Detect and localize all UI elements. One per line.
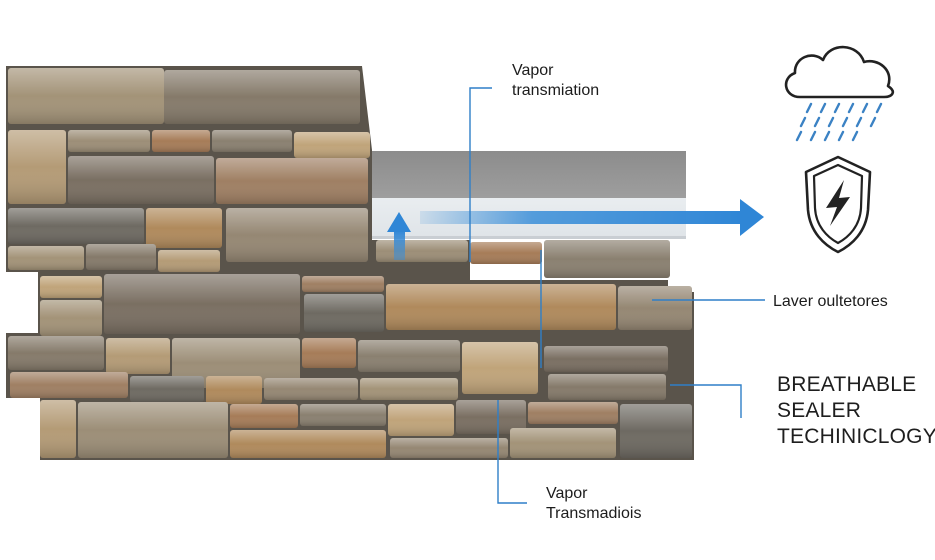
rain-drop [823,130,831,142]
rain-drop [851,130,859,142]
vapor-arrow-shaft [420,211,742,224]
rain-drop [805,102,813,114]
rain-drop [869,116,877,128]
stone-shading [528,402,618,424]
stone-shading [302,338,356,368]
stone-shading [300,404,386,426]
stone-shading [40,400,76,458]
stone-shading [304,294,384,332]
layer-label: Laver oultetores [773,293,888,310]
rain-drop [875,102,883,114]
stone-shading [164,70,360,124]
sealer-coat [372,151,686,198]
rain-drop [809,130,817,142]
callout-lines [469,87,765,504]
vapor-up-arrow-shaft [394,230,405,260]
rain-drop [799,116,807,128]
stone-wall [6,66,694,460]
rain-drop [819,102,827,114]
stone-shading [302,276,384,292]
stone-shading [172,338,300,388]
stone-shading [620,404,692,458]
vapor-arrow-head [740,199,764,236]
rain-drop [841,116,849,128]
stone-shading [8,130,66,204]
stone-shading [264,378,358,400]
stone-shading [206,376,262,404]
stone-shading [8,208,144,244]
stone-shading [212,130,292,152]
vapor-top-line1: Vapor [512,62,554,79]
stone-shading [386,284,616,330]
vapor-up-arrow-head [387,212,411,232]
stone-shading [10,372,128,398]
stone-shading [226,208,368,262]
tech-line3: TECHINICLOGY [777,425,935,448]
rain-drop [837,130,845,142]
vapor-bottom-line1: Vapor [546,485,588,502]
breathable-sealer-title: BREATHABLE SEALER TECHINICLOGY [777,372,935,450]
stone-shading [388,404,454,436]
stone-shading [104,274,300,334]
rain-drop [861,102,869,114]
vapor-transmission-top-label: Vapor transmiation [512,61,599,101]
stone-shading [230,430,386,458]
stone-shading [68,156,214,204]
vapor-transmission-bottom-label: Vapor Transmadiois [546,484,641,524]
stone-shading [376,240,468,262]
stone-shading [358,340,460,372]
tech-line1: BREATHABLE [777,373,917,396]
stone-shading [510,428,616,458]
stone-shading [618,286,692,330]
vapor-bottom-line2: Transmadiois [546,505,642,522]
stone-shading [544,346,668,372]
rain-drop [813,116,821,128]
callout-tech [670,384,742,418]
shield-lightning-icon [804,155,872,254]
stone-shading [106,338,170,374]
stone-shading [544,240,670,278]
stone-shading [230,404,298,428]
stone-shading [8,68,164,124]
stone-shading [146,208,222,248]
stone-shading [68,130,150,152]
stone-shading [8,246,84,270]
stone-shading [8,336,104,370]
stone-shading [294,132,370,158]
stone-shading [158,250,220,272]
stone-shading [86,244,156,270]
rain-drop [847,102,855,114]
stone-shading [390,438,508,458]
rain-drop [827,116,835,128]
rain-cloud-icon [784,45,895,142]
callout-bottom [497,400,527,504]
stone-shading [78,402,228,458]
vapor-top-line2: transmiation [512,82,600,99]
rain-drop [855,116,863,128]
stone-shading [152,130,210,152]
sealer-edge [372,236,686,239]
stone-shading [216,158,368,204]
stone-shading [462,342,538,394]
stone-shading [360,378,458,400]
stone-shading [40,276,102,298]
tech-line2: SEALER [777,399,862,422]
stone-shading [470,242,542,264]
stone-shading [548,374,666,400]
rain-drop [795,130,803,142]
callout-top [469,87,492,262]
rain-drop [833,102,841,114]
vapor-arrows [387,199,764,260]
stone-shading [40,300,102,336]
stone-shading [456,400,526,434]
stone-shading [130,376,204,402]
sealer-layer [372,151,686,239]
